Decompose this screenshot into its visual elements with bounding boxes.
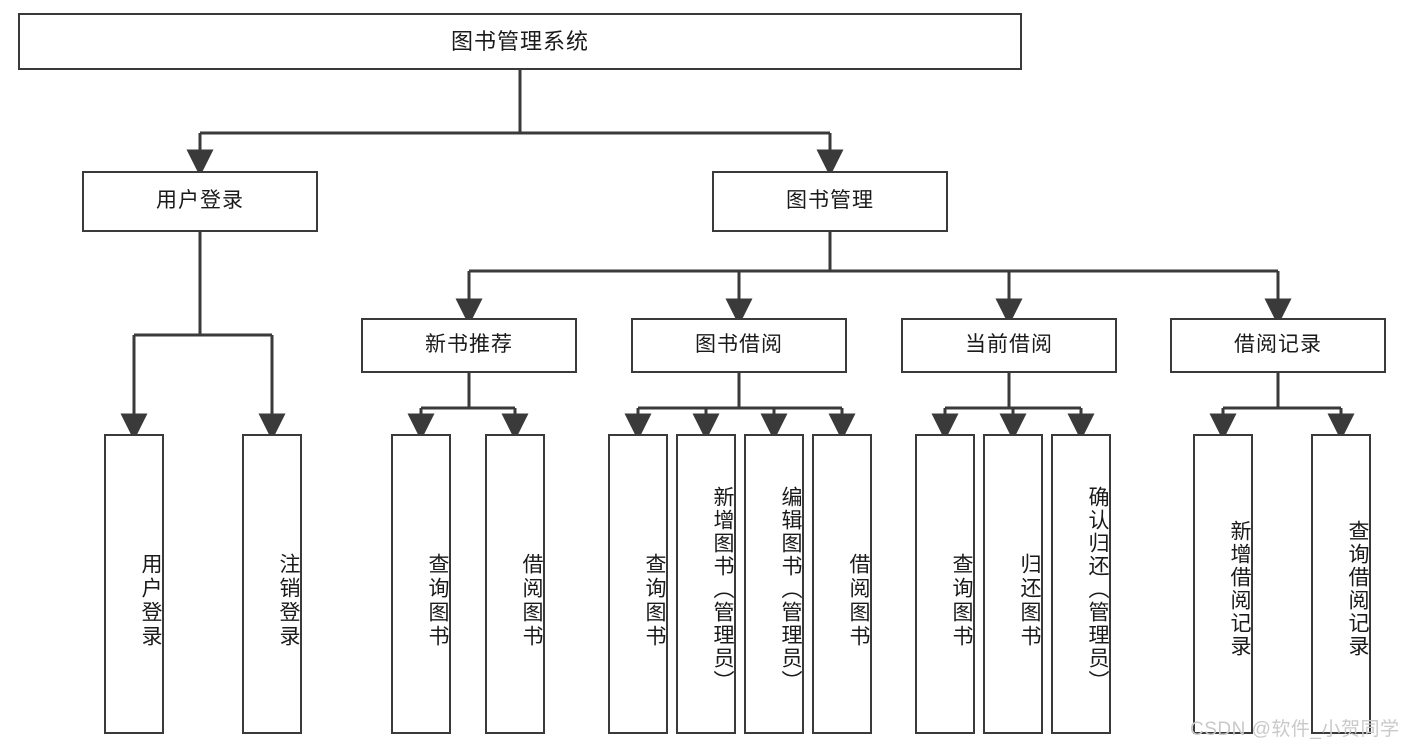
leaf-logout[interactable]: 注销登录 — [242, 434, 302, 734]
leaf-return-book[interactable]: 归还图书 — [983, 434, 1043, 734]
node-book-manage[interactable]: 图书管理 — [712, 171, 948, 232]
node-book-borrow[interactable]: 图书借阅 — [631, 318, 847, 373]
leaf-borrow-book-1[interactable]: 借阅图书 — [485, 434, 545, 734]
leaf-query-book-3[interactable]: 查询图书 — [915, 434, 975, 734]
leaf-confirm-return[interactable]: 确认归还（管理员） — [1051, 434, 1111, 734]
leaf-add-borrow-record[interactable]: 新增借阅记录 — [1193, 434, 1253, 734]
leaf-query-book-1[interactable]: 查询图书 — [391, 434, 451, 734]
leaf-add-book[interactable]: 新增图书（管理员） — [676, 434, 736, 734]
leaf-query-borrow-record[interactable]: 查询借阅记录 — [1311, 434, 1371, 734]
node-new-book-recommend[interactable]: 新书推荐 — [361, 318, 577, 373]
csdn-watermark: CSDN @软件_小贺同学 — [1190, 719, 1400, 740]
leaf-user-login[interactable]: 用户登录 — [104, 434, 164, 734]
node-user-login[interactable]: 用户登录 — [82, 171, 318, 232]
node-borrow-record[interactable]: 借阅记录 — [1170, 318, 1386, 373]
leaf-borrow-book-2[interactable]: 借阅图书 — [812, 434, 872, 734]
leaf-query-book-2[interactable]: 查询图书 — [608, 434, 668, 734]
node-root-system[interactable]: 图书管理系统 — [18, 13, 1022, 70]
leaf-edit-book[interactable]: 编辑图书（管理员） — [744, 434, 804, 734]
node-current-borrow[interactable]: 当前借阅 — [901, 318, 1117, 373]
